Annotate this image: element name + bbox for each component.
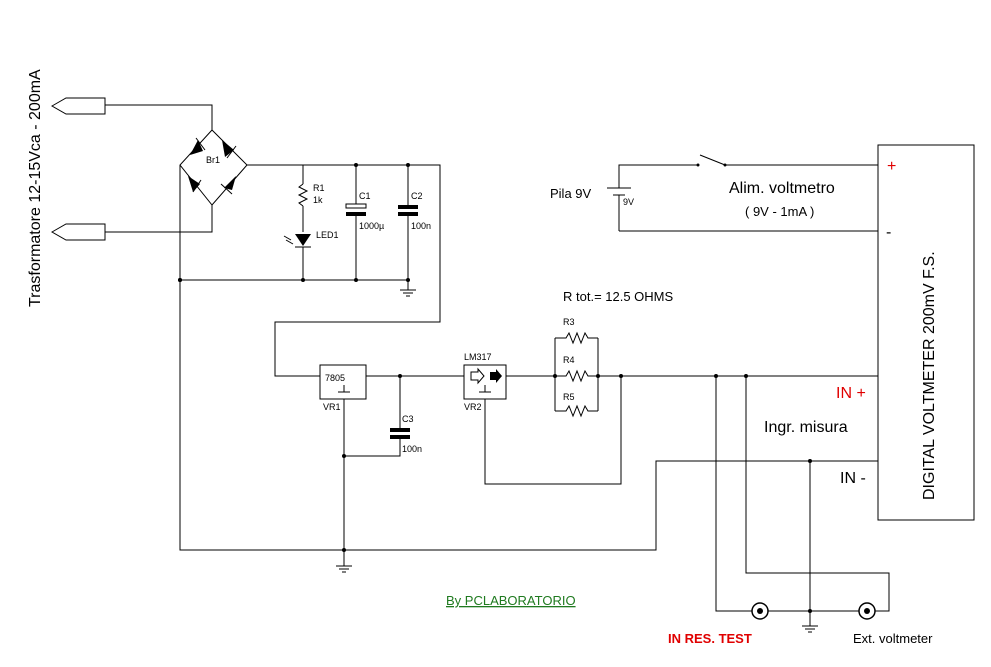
meter-ingr: Ingr. misura [764,419,848,436]
led1-ref: LED1 [316,230,339,240]
bridge-ref: Br1 [206,155,220,165]
supply-title: Alim. voltmetro [729,180,835,197]
regulator-7805 [319,364,367,400]
r5-ref: R5 [563,392,575,402]
battery-value: 9V [623,197,634,207]
c3-value: 100n [402,444,422,454]
c3-ref: C3 [402,414,414,424]
ext-voltmeter-label: Ext. voltmeter [853,631,933,646]
resistor-r3 [555,331,598,345]
supply-subtitle: ( 9V - 1mA ) [745,204,814,219]
resistor-r1 [297,165,309,232]
regulator-lm317 [463,364,507,400]
vr1-ref: VR1 [323,402,341,412]
bridge-rectifier [179,129,248,206]
ac-input-top-connector [50,97,213,130]
ground-symbol-1 [400,289,416,297]
c1-ref: C1 [359,191,371,201]
voltmeter-label: DIGITAL VOLTMETER 200mV F.S. [921,251,938,500]
c1-value: 1000µ [359,221,384,231]
transformer-label: Trasformatore 12-15Vca - 200mA [27,69,44,307]
in-res-test-label: IN RES. TEST [668,631,752,646]
digital-voltmeter-box [877,144,975,521]
capacitor-c2 [398,165,418,280]
capacitor-c1 [345,165,367,280]
switch-symbol [696,154,727,167]
vr2-ref: VR2 [464,402,482,412]
test-jack-left [751,602,769,620]
r1-value: 1k [313,195,323,205]
capacitor-c3 [344,376,410,457]
c2-ref: C2 [411,191,423,201]
battery-label: Pila 9V [550,186,592,201]
meter-in-plus: IN + [836,385,866,402]
r-total-label: R tot.= 12.5 OHMS [563,289,674,304]
vr1-part: 7805 [325,373,345,383]
credit-label: By PCLABORATORIO [446,593,576,608]
r1-ref: R1 [313,183,325,193]
resistor-r4 [555,369,598,383]
meter-in-minus: IN - [840,470,866,487]
c2-value: 100n [411,221,431,231]
ac-input-bottom-connector [50,205,213,241]
test-jack-right [858,602,876,620]
led1-symbol [283,234,311,280]
r3-ref: R3 [563,317,575,327]
vr2-part: LM317 [464,352,492,362]
ground-symbol-3 [802,625,818,633]
ground-symbol-2 [336,565,352,573]
meter-minus: - [886,224,891,241]
meter-plus: + [887,158,896,175]
r4-ref: R4 [563,355,575,365]
resistor-r5 [555,404,598,418]
battery-symbol [607,187,631,231]
